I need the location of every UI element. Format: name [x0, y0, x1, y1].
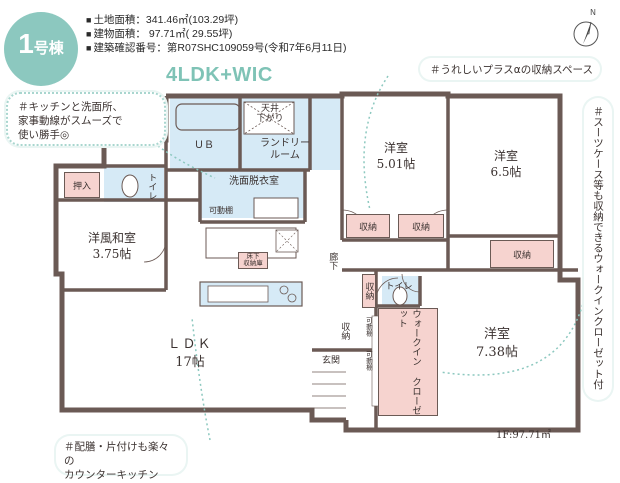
storage-4: 収納 — [362, 274, 376, 308]
badge-number: 1 — [18, 28, 34, 59]
ldk-size: 17帖 — [175, 355, 205, 370]
japanese-room-size: 3.75帖 — [92, 247, 132, 261]
western-room-1-size: 5.01帖 — [376, 157, 416, 171]
land-area: 土地面積：341.46㎡(103.29坪) — [86, 12, 238, 27]
closet-oshiire: 押入 — [64, 172, 100, 198]
western-room-1-name: 洋室 — [383, 141, 408, 155]
laundry-room-label: ランドリー ルーム — [260, 138, 310, 161]
north-compass-icon: N — [568, 8, 604, 50]
washroom-label: 洗面脱衣室 — [229, 176, 279, 187]
plan-type: 4LDK+WIC — [166, 64, 273, 86]
toilet-2-label: トイレ — [385, 282, 413, 292]
floor-area-label: 1F:97.71㎡ — [496, 430, 551, 441]
walk-in-closet: ウォークイン クローゼット — [378, 308, 438, 416]
callout-kitchen-wash: ＃キッチンと洗面所、 家事動線がスムーズで 使い勝手◎ — [6, 92, 166, 146]
ceiling-drop-label: 天井 下がり — [256, 104, 284, 125]
western-room-3-name: 洋室 — [483, 327, 510, 342]
callout-storage-plus: ＃うれしいプラスαの収納スペース — [420, 58, 600, 80]
storage-5: 収納 — [339, 322, 350, 340]
compass-label: N — [590, 8, 596, 17]
japanese-room-name: 洋風和室 — [87, 231, 136, 245]
movable-shelf-3: 可動棚 — [364, 351, 373, 371]
unit-bath-label: ＵＢ — [194, 140, 214, 151]
building-number-badge: 1 号棟 — [4, 12, 78, 86]
confirmation-number: 建築確認番号：第R07SHC109059号(令和7年6月11日) — [86, 40, 346, 55]
hallway-label: 廊下 — [327, 252, 338, 270]
movable-shelf-2: 可動棚 — [364, 317, 373, 337]
callout-suitcase-wic: ＃スーツケース等も収納できるウォークインクローゼット付 — [584, 98, 612, 400]
entrance-label: 玄関 — [321, 356, 340, 366]
storage-2: 収納 — [398, 214, 444, 238]
storage-3: 収納 — [490, 240, 554, 268]
western-room-2-size: 6.5帖 — [490, 165, 522, 179]
underfloor-storage-label: 床下 収納庫 — [238, 252, 268, 269]
ldk-name: ＬＤＫ — [167, 337, 213, 352]
western-room-2-name: 洋室 — [493, 149, 518, 163]
callout-counter-kitchen: ＃配膳・片付けも楽々の カウンターキッチン — [56, 436, 186, 481]
badge-suffix: 号棟 — [33, 39, 64, 57]
storage-1: 収納 — [346, 214, 390, 238]
toilet-1-label: トイレ — [146, 172, 157, 200]
building-area: 建物面積： 97.71㎡( 29.55坪) — [86, 26, 232, 41]
western-room-3-size: 7.38帖 — [476, 345, 518, 360]
movable-shelf-1: 可動棚 — [209, 206, 233, 215]
